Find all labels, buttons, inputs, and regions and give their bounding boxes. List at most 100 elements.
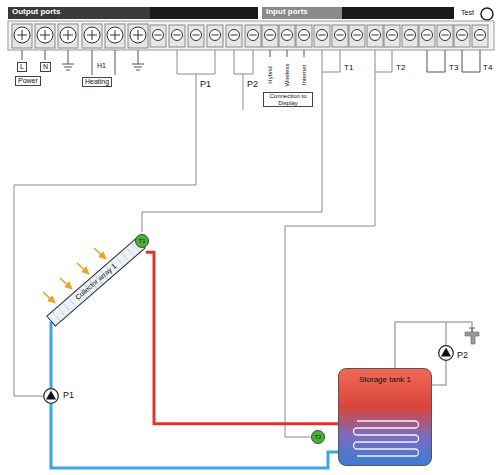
terminal-screw xyxy=(229,30,240,41)
temperature-sensor: T2 xyxy=(311,430,325,444)
terminal-screw xyxy=(370,30,381,41)
screw-slot xyxy=(155,35,162,36)
screw-slot xyxy=(354,35,361,36)
terminal-screw xyxy=(317,30,328,41)
screw-slot xyxy=(424,35,431,36)
screw-slot xyxy=(284,35,291,36)
signal-label: Hybrid xyxy=(267,66,274,83)
terminal-body xyxy=(35,24,55,48)
terminal-label: P1 xyxy=(200,80,211,90)
terminal-screw xyxy=(387,30,398,41)
screw-slot xyxy=(442,35,449,36)
terminal-screw xyxy=(405,30,416,41)
screw-slot xyxy=(212,35,219,36)
temperature-sensor: T1 xyxy=(135,234,149,248)
screw-slot xyxy=(110,30,120,40)
terminal-body xyxy=(169,25,185,47)
terminal-body xyxy=(188,25,204,47)
screw-slot xyxy=(389,35,396,36)
terminal-body xyxy=(367,25,383,47)
screw-slot xyxy=(337,35,344,36)
terminal-body xyxy=(349,25,365,47)
terminal-body xyxy=(296,25,312,47)
screw-slot xyxy=(477,35,484,36)
terminal-label: L xyxy=(17,62,27,72)
header-bar xyxy=(150,7,258,19)
group-label: Connection to Display xyxy=(263,92,313,107)
section-header: Input ports xyxy=(266,8,308,17)
water-pipe xyxy=(146,252,338,424)
terminal-label: N xyxy=(40,62,51,72)
terminal-body xyxy=(82,24,102,48)
terminal-screw xyxy=(107,27,123,43)
terminal-body xyxy=(472,25,488,47)
terminal-screw xyxy=(335,30,346,41)
ground-symbol xyxy=(132,50,144,70)
terminal-screw xyxy=(37,27,53,43)
sensor-wire xyxy=(142,50,340,232)
terminal-body xyxy=(105,24,125,48)
header-bar xyxy=(342,7,454,19)
terminal-label: H1 xyxy=(97,62,106,70)
screw-slot xyxy=(63,30,73,40)
node-label: P1 xyxy=(63,390,74,400)
terminal-body xyxy=(58,24,78,48)
node-label: Collector array 1 xyxy=(74,262,117,301)
terminal-screw xyxy=(153,30,164,41)
pump-circle xyxy=(438,345,454,361)
terminal-body xyxy=(419,25,435,47)
screw-slot xyxy=(87,30,97,40)
signal-label: Internet xyxy=(301,65,308,85)
screw-slot xyxy=(193,35,200,36)
terminal-label: T1 xyxy=(344,64,353,73)
screw-slot xyxy=(231,35,238,36)
screw-slot xyxy=(267,35,274,36)
screw-slot xyxy=(174,35,181,36)
section-header: Output ports xyxy=(12,8,60,17)
sensor-lead xyxy=(462,50,480,72)
terminal-screw xyxy=(422,30,433,41)
terminal-body xyxy=(226,25,242,47)
terminal-screw xyxy=(14,27,30,43)
screw-slot xyxy=(17,30,27,40)
terminal-screw xyxy=(172,30,183,41)
heating-lead xyxy=(92,50,115,75)
terminal-screw xyxy=(210,30,221,41)
terminal-body xyxy=(245,25,261,47)
group-label: Power xyxy=(15,76,41,86)
terminal-body xyxy=(384,25,400,47)
signal-lead xyxy=(270,50,304,57)
terminal-label: T2 xyxy=(396,64,405,73)
terminal-body xyxy=(437,25,453,47)
node-label: T1 xyxy=(138,238,145,244)
terminal-block xyxy=(8,21,494,50)
terminal-label: T4 xyxy=(483,64,492,73)
screw-slot xyxy=(372,35,379,36)
terminal-body xyxy=(454,25,470,47)
signal-label: Wireless xyxy=(284,63,291,86)
group-label: Heating xyxy=(82,77,112,87)
test-button xyxy=(481,8,493,20)
screw-slot xyxy=(319,35,326,36)
screw-slot xyxy=(407,35,414,36)
terminal-body xyxy=(314,25,330,47)
terminal-screw xyxy=(248,30,259,41)
ground-symbol xyxy=(62,50,74,70)
terminal-screw xyxy=(60,27,76,43)
tap-icon xyxy=(465,332,479,344)
terminal-screw xyxy=(475,30,486,41)
pump-symbol: P2 xyxy=(438,345,454,361)
terminal-label: P2 xyxy=(247,80,258,90)
sensor-lead xyxy=(427,50,445,72)
terminal-screw xyxy=(282,30,293,41)
screw-slot xyxy=(301,35,308,36)
terminal-screw xyxy=(299,30,310,41)
terminal-body xyxy=(332,25,348,47)
terminal-body xyxy=(150,25,166,47)
terminal-body xyxy=(262,25,278,47)
terminal-screw xyxy=(130,27,146,43)
pump-wire xyxy=(14,50,215,396)
screw-slot xyxy=(250,35,257,36)
button-label: Test xyxy=(461,9,474,17)
screw-slot xyxy=(133,30,143,40)
